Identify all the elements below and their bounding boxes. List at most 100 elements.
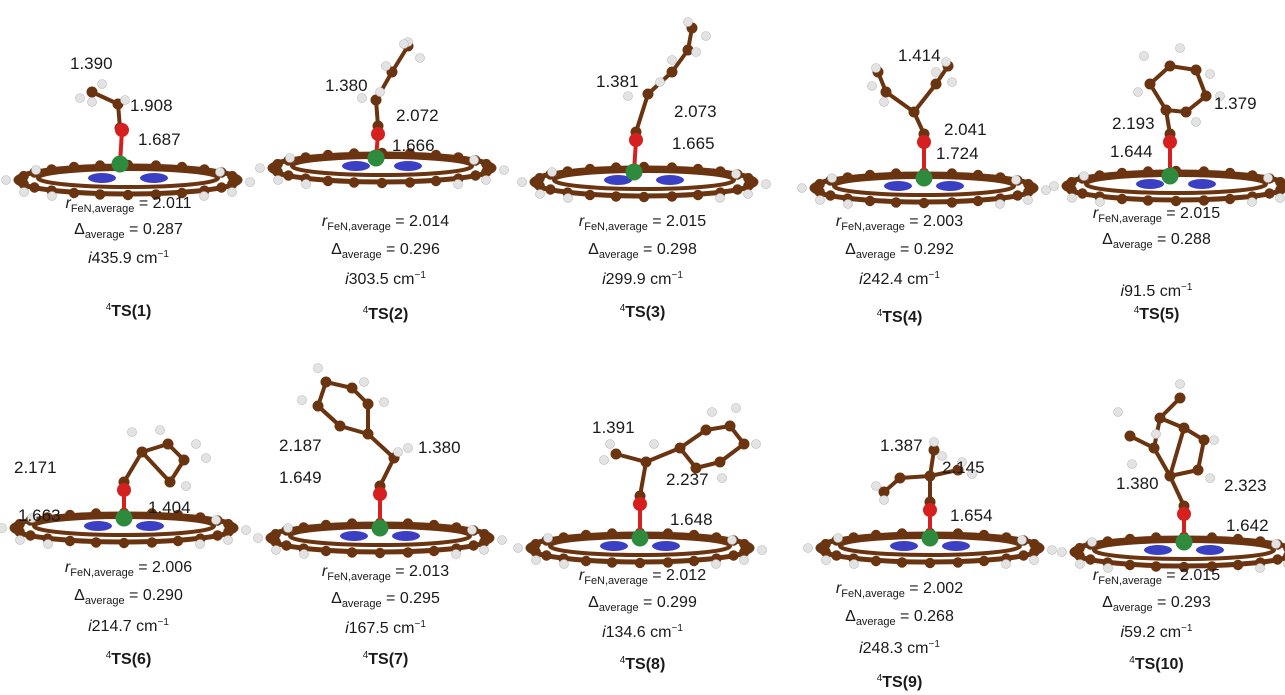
carbon-atom — [714, 456, 726, 468]
carbon-atom — [322, 175, 334, 187]
hydrogen-atom — [535, 189, 545, 199]
carbon-atom — [1232, 533, 1244, 545]
hydrogen-atom — [815, 195, 825, 205]
hydrogen-atom — [1113, 407, 1123, 417]
hydrogen-atom — [15, 535, 25, 545]
hydrogen-atom — [273, 175, 283, 185]
fen-average-distance: rFeN,average = 2.006 — [64, 559, 193, 579]
bond-distance-label: 1.380 — [1116, 474, 1159, 493]
bond-distance-label: 1.380 — [325, 76, 368, 95]
structure-label: 4TS(4) — [876, 308, 923, 326]
carbon-atom — [212, 530, 223, 541]
carbon-atom — [995, 172, 1006, 183]
hydrogen-atom — [1247, 197, 1257, 207]
imaginary-frequency: i242.4 cm−1 — [859, 270, 940, 288]
oxygen-atom — [115, 123, 129, 137]
iron-atom — [115, 509, 133, 527]
carbon-atom — [662, 557, 674, 568]
carbon-atom — [1275, 176, 1285, 188]
hydrogen-atom — [941, 57, 951, 67]
hydrogen-atom — [683, 17, 693, 27]
carbon-atom — [1198, 166, 1210, 177]
hydrogen-atom — [399, 39, 409, 49]
hydrogen-atom — [245, 177, 255, 187]
carbon-atom — [545, 184, 556, 195]
hydrogen-atom — [995, 199, 1005, 209]
hydrogen-atom — [1017, 535, 1027, 545]
carbon-atom — [300, 152, 311, 163]
carbon-atom — [322, 149, 334, 161]
carbon-atom — [348, 148, 360, 159]
delta-average: Δaverage = 0.299 — [588, 594, 697, 614]
hydrogen-atom — [469, 155, 479, 165]
bond-distance-label: 2.145 — [942, 458, 985, 477]
hydrogen-atom — [1041, 185, 1051, 195]
carbon-atom — [1192, 464, 1204, 476]
carbon-atom — [738, 438, 750, 450]
bond-distance-label: 1.663 — [18, 506, 61, 525]
carbon-atom — [68, 161, 80, 173]
hydrogen-atom — [757, 545, 767, 555]
carbon-atom — [638, 191, 650, 203]
hydrogen-atom — [731, 169, 741, 179]
hydrogen-atom — [1127, 459, 1137, 469]
carbon-atom — [848, 532, 859, 543]
bond — [634, 92, 650, 134]
carbon-atom — [890, 168, 902, 179]
carbon-atom — [1116, 193, 1128, 205]
hydrogen-atom — [691, 47, 701, 57]
carbon-atom — [732, 184, 743, 195]
carbon-atom — [334, 420, 346, 432]
nitrogen-atom — [656, 175, 684, 185]
hydrogen-atom — [195, 539, 205, 549]
carbon-atom — [606, 557, 618, 568]
carbon-atom — [320, 545, 332, 557]
carbon-atom — [1178, 422, 1190, 434]
hydrogen-atom — [299, 549, 309, 559]
hydrogen-atom — [1139, 51, 1149, 61]
carbon-atom — [610, 162, 622, 173]
delta-average: Δaverage = 0.292 — [845, 241, 954, 261]
bond-distance-label: 2.171 — [14, 458, 57, 477]
carbon-atom — [890, 197, 902, 208]
carbon-atom — [470, 170, 481, 181]
delta-average: Δaverage = 0.293 — [1102, 594, 1211, 614]
hydrogen-atom — [957, 457, 967, 467]
iron-atom — [367, 149, 385, 167]
carbon-atom — [1124, 533, 1136, 545]
carbon-atom — [864, 169, 876, 181]
hydrogen-atom — [1103, 563, 1113, 573]
carbon-atom — [715, 166, 726, 177]
fen-average-distance: rFeN,average = 2.012 — [578, 567, 707, 587]
carbon-atom — [150, 189, 162, 200]
nitrogen-atom — [600, 541, 628, 551]
hydrogen-atom — [403, 443, 413, 453]
carbon-atom — [1180, 106, 1192, 118]
bond-distance-label: 1.380 — [418, 438, 461, 457]
nitrogen-atom — [936, 181, 964, 191]
carbon-atom — [402, 518, 414, 529]
delta-average: Δaverage = 0.288 — [1102, 231, 1211, 251]
nitrogen-atom — [342, 161, 370, 171]
carbon-atom — [481, 166, 492, 178]
delta-average: Δaverage = 0.295 — [331, 590, 440, 610]
nitrogen-atom — [88, 173, 116, 183]
carbon-atom — [136, 446, 148, 458]
carbon-atom — [64, 509, 76, 521]
imaginary-frequency: i214.7 cm−1 — [88, 617, 169, 635]
hydrogen-atom — [1, 175, 11, 185]
hydrogen-atom — [821, 555, 831, 565]
carbon-atom — [1148, 442, 1160, 454]
hydrogen-atom — [1151, 429, 1161, 439]
nitrogen-atom — [652, 541, 680, 551]
iron-atom — [921, 529, 939, 547]
bond — [884, 90, 916, 114]
hydrogen-atom — [181, 481, 191, 491]
carbon-atom — [1164, 60, 1176, 72]
hydrogen-atom — [155, 425, 165, 435]
iron-atom — [625, 163, 643, 181]
